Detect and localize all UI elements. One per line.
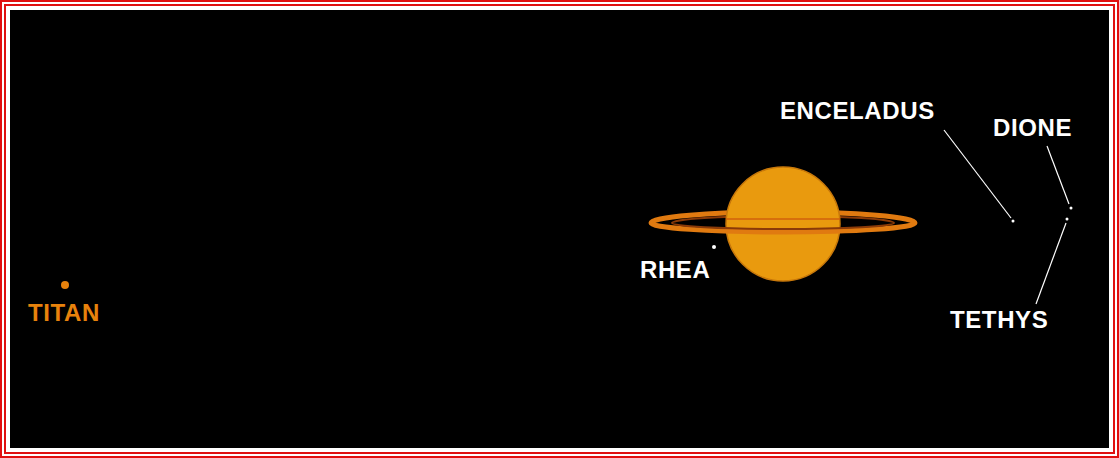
tethys-dot	[1066, 218, 1069, 221]
space-background	[10, 10, 1109, 448]
leader-line	[944, 130, 1011, 218]
moon-label: ENCELADUS	[780, 99, 935, 123]
rhea-dot	[712, 245, 716, 249]
leader-line	[1036, 223, 1066, 304]
ring-line	[726, 218, 840, 220]
moon-label: TETHYS	[950, 308, 1048, 332]
leader-line	[1047, 146, 1069, 204]
enceladus-dot	[1012, 220, 1015, 223]
titan-dot	[61, 281, 69, 289]
ring-front	[651, 223, 915, 232]
moon-label: TITAN	[28, 301, 100, 325]
moon-label: DIONE	[993, 116, 1072, 140]
saturn-planet	[726, 167, 840, 281]
dione-dot	[1070, 207, 1073, 210]
ring-gap-front	[672, 223, 894, 229]
moon-label: RHEA	[640, 258, 710, 282]
inner-frame	[5, 5, 1114, 453]
